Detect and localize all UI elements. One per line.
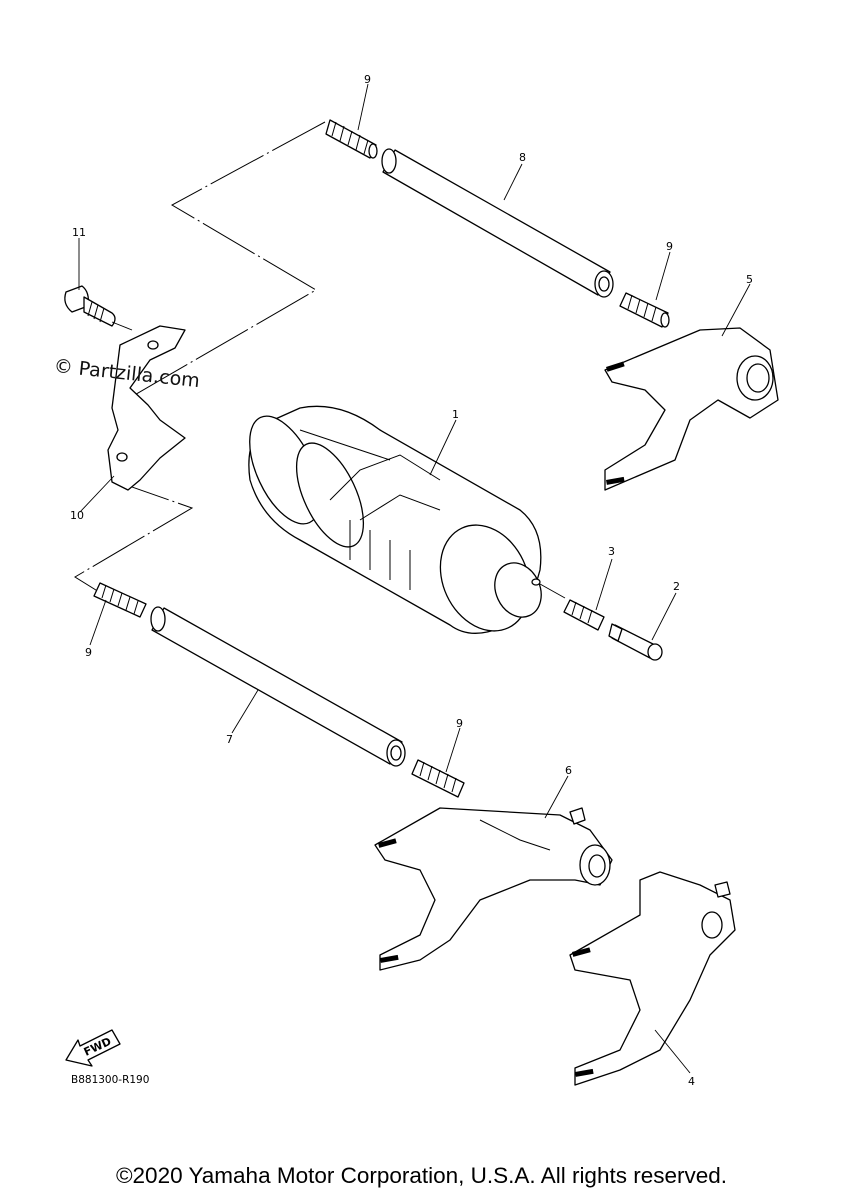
leader-2 (651, 592, 677, 641)
callout-4: 4 (688, 1075, 695, 1088)
callout-7: 7 (226, 733, 233, 746)
leader-9-top (357, 83, 369, 131)
callout-3: 3 (608, 545, 615, 558)
part-3-spring (563, 599, 605, 631)
leader-9-left (89, 599, 107, 646)
part-4-shift-fork (569, 871, 736, 1086)
fwd-arrow: FWD (65, 1029, 121, 1067)
part-9-spring-lower (411, 759, 465, 798)
leader-3 (595, 558, 613, 611)
callout-2: 2 (673, 580, 680, 593)
callout-6: 6 (565, 764, 572, 777)
leader-5 (721, 283, 751, 337)
callout-1: 1 (452, 408, 459, 421)
callout-11: 11 (72, 226, 86, 239)
callout-9-right: 9 (666, 240, 673, 253)
leader-6 (544, 775, 569, 819)
part-7-shaft (150, 606, 406, 767)
leader-9-right (655, 251, 671, 301)
leader-9-lower (445, 727, 461, 773)
leader-10 (79, 475, 115, 513)
diagram-reference-code: B881300-R190 (71, 1074, 150, 1086)
callout-8: 8 (519, 151, 526, 164)
callout-9-lower: 9 (456, 717, 463, 730)
part-2-pin (608, 623, 663, 661)
part-9-spring-right (619, 292, 670, 328)
phantom-line-lower (74, 479, 194, 601)
part-1-shift-drum (248, 405, 566, 634)
part-10-plate (107, 325, 186, 491)
part-9-spring-top (325, 119, 378, 159)
leader-4 (654, 1029, 691, 1074)
callout-9-top: 9 (364, 73, 371, 86)
part-11-bolt (64, 285, 133, 331)
part-5-shift-fork (604, 327, 779, 491)
part-9-spring-left (93, 582, 147, 618)
callout-5: 5 (746, 273, 753, 286)
part-8-shaft (381, 148, 614, 298)
callout-10: 10 (70, 509, 84, 522)
copyright-notice: ©2020 Yamaha Motor Corporation, U.S.A. A… (115, 1163, 728, 1188)
leader-7 (231, 689, 259, 734)
phantom-line-upper (111, 121, 326, 409)
leader-1 (429, 419, 457, 476)
callout-9-left: 9 (85, 646, 92, 659)
leader-8 (503, 163, 523, 201)
part-6-shift-fork (374, 807, 613, 971)
